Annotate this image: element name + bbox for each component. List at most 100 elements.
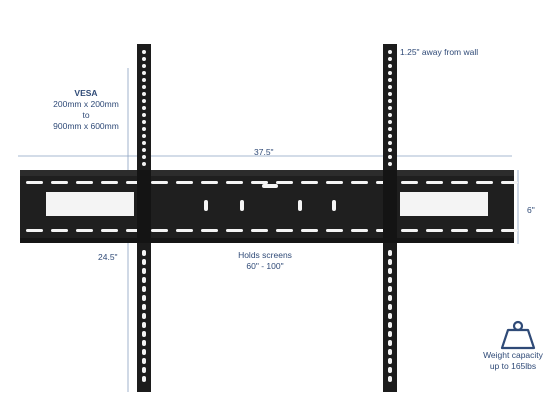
vesa-max: 900mm x 600mm: [53, 121, 119, 131]
weight-line-1: Weight capacity: [483, 350, 543, 360]
arm-slot: [388, 295, 392, 301]
plate-slot-bottom: [326, 229, 343, 232]
plate-slot-bottom: [501, 229, 518, 232]
plate-slot-top: [401, 181, 418, 184]
arm-slot: [388, 277, 392, 283]
arm-slot: [388, 322, 392, 328]
plate-slot-bottom: [351, 229, 368, 232]
holds-line-2: 60" - 100": [246, 261, 284, 271]
plate-slot-top: [201, 181, 218, 184]
arm-hole: [388, 99, 392, 103]
arm-slot: [388, 376, 392, 382]
plate-vertical-slot: [240, 200, 244, 211]
plate-slot-top: [501, 181, 518, 184]
arm-slot: [142, 295, 146, 301]
plate-slot-bottom: [426, 229, 443, 232]
plate-slot-bottom: [176, 229, 193, 232]
plate-slot-bottom: [51, 229, 68, 232]
arm-hole: [388, 113, 392, 117]
plate-slot-bottom: [226, 229, 243, 232]
arm-slot: [142, 259, 146, 265]
arm-hole: [142, 106, 146, 110]
arm-slot: [388, 250, 392, 256]
arm-slot: [142, 367, 146, 373]
holds-line-1: Holds screens: [238, 250, 292, 260]
plate-slot-top: [101, 181, 118, 184]
arm-slot: [142, 331, 146, 337]
plate-slot-top: [51, 181, 68, 184]
arm-slot: [388, 313, 392, 319]
arm-slot: [388, 340, 392, 346]
arm-slot: [388, 304, 392, 310]
arm-slot: [142, 304, 146, 310]
plate-slot-top: [426, 181, 443, 184]
plate-slot-bottom: [101, 229, 118, 232]
plate-slot-top: [251, 181, 268, 184]
plate-slot-bottom: [476, 229, 493, 232]
vesa-min: 200mm x 200mm: [53, 99, 119, 109]
arm-slot: [388, 367, 392, 373]
arm-slot: [142, 376, 146, 382]
arm-hole: [142, 162, 146, 166]
plate-slot-top: [301, 181, 318, 184]
arm-slot: [142, 322, 146, 328]
arm-hole: [142, 78, 146, 82]
arm-hole: [388, 57, 392, 61]
plate-slot-bottom: [276, 229, 293, 232]
arm-hole: [388, 141, 392, 145]
arm-slot: [388, 286, 392, 292]
arm-hole: [388, 50, 392, 54]
plate-slot-bottom: [401, 229, 418, 232]
arm-hole: [142, 99, 146, 103]
arm-slot: [388, 331, 392, 337]
arm-hole: [388, 148, 392, 152]
arm-hole: [142, 57, 146, 61]
width-label: 37.5": [254, 147, 274, 157]
arm-hole: [388, 162, 392, 166]
horizontal-wall-plate: [20, 170, 518, 243]
arm-slot: [388, 349, 392, 355]
vesa-title: VESA: [74, 88, 98, 98]
plate-slot-top: [226, 181, 243, 184]
height-label: 6": [527, 205, 535, 215]
arm-hole: [388, 106, 392, 110]
holds-screens-label: Holds screens 60" - 100": [220, 250, 310, 272]
plate-slot-bottom: [76, 229, 93, 232]
plate-vertical-slot: [332, 200, 336, 211]
arm-slot: [388, 268, 392, 274]
arm-hole: [142, 134, 146, 138]
arm-hole: [142, 92, 146, 96]
plate-vertical-slot: [298, 200, 302, 211]
plate-slot-bottom: [151, 229, 168, 232]
arm-hole: [142, 85, 146, 89]
arm-hole: [388, 85, 392, 89]
arm-hole: [142, 127, 146, 131]
arm-slot: [142, 340, 146, 346]
plate-slot-top: [476, 181, 493, 184]
plate-center-slot: [262, 184, 278, 188]
weight-capacity-label: Weight capacity up to 165lbs: [478, 350, 548, 372]
arm-hole: [142, 148, 146, 152]
weight-line-2: up to 165lbs: [489, 361, 537, 371]
arm-hole: [388, 92, 392, 96]
arm-hole: [388, 71, 392, 75]
wall-distance-label: 1.25" away from wall: [400, 47, 479, 57]
plate-slot-bottom: [26, 229, 43, 232]
plate-slot-top: [76, 181, 93, 184]
plate-slot-bottom: [451, 229, 468, 232]
arm-slot: [142, 358, 146, 364]
arm-slot: [388, 358, 392, 364]
arm-slot: [142, 250, 146, 256]
arm-hole: [142, 113, 146, 117]
arm-hole: [388, 120, 392, 124]
plate-slot-top: [176, 181, 193, 184]
plate-slot-bottom: [201, 229, 218, 232]
arm-slot: [142, 277, 146, 283]
plate-opening-right: [400, 192, 488, 216]
plate-vertical-slot: [204, 200, 208, 211]
plate-slot-top: [26, 181, 43, 184]
plate-slot-top: [451, 181, 468, 184]
arm-slot: [142, 286, 146, 292]
